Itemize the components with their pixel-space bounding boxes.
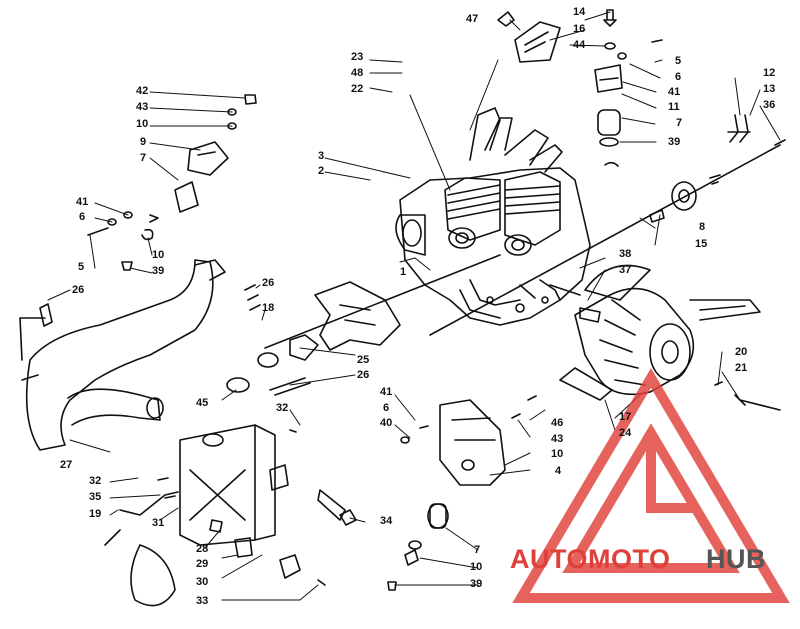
right-upper-mount <box>594 9 663 167</box>
callout-31: 31 <box>152 517 165 529</box>
callout-17: 17 <box>619 411 632 423</box>
callout-10: 10 <box>470 561 483 573</box>
callout-43: 43 <box>551 433 564 445</box>
callout-21: 21 <box>735 362 748 374</box>
callout-14: 14 <box>573 6 586 18</box>
callout-23: 23 <box>351 51 364 63</box>
callout-26: 26 <box>357 369 370 381</box>
callout-5: 5 <box>675 55 682 67</box>
callout-13: 13 <box>763 83 776 95</box>
engine-assembly <box>395 107 591 326</box>
callout-16: 16 <box>573 23 586 35</box>
callout-19: 19 <box>89 508 102 520</box>
callout-48: 48 <box>351 67 364 79</box>
callout-8: 8 <box>699 221 706 233</box>
callout-41: 41 <box>380 386 393 398</box>
callout-3: 3 <box>318 150 325 162</box>
callout-39: 39 <box>152 265 165 277</box>
callout-41: 41 <box>76 196 89 208</box>
callout-32: 32 <box>89 475 102 487</box>
callout-43: 43 <box>136 101 149 113</box>
oil-tank <box>104 424 357 607</box>
callout-22: 22 <box>351 83 364 95</box>
callout-20: 20 <box>735 346 748 358</box>
callout-32: 32 <box>276 402 289 414</box>
callout-36: 36 <box>763 99 776 111</box>
callout-10: 10 <box>551 448 564 460</box>
callout-7: 7 <box>676 117 683 129</box>
callout-12: 12 <box>763 67 776 79</box>
watermark-word-hub: HUB <box>706 544 766 574</box>
callout-6: 6 <box>383 402 390 414</box>
front-engine-mount <box>387 395 537 591</box>
callout-4: 4 <box>555 465 562 477</box>
callout-6: 6 <box>675 71 682 83</box>
watermark-word-automoto: AUTOMOTO <box>510 544 671 574</box>
callout-5: 5 <box>78 261 85 273</box>
callout-41: 41 <box>668 86 681 98</box>
watermark-triangle-logo <box>512 368 790 603</box>
callout-46: 46 <box>551 417 564 429</box>
callout-33: 33 <box>196 595 209 607</box>
callout-40: 40 <box>380 417 393 429</box>
callout-2: 2 <box>318 165 325 177</box>
callout-10: 10 <box>152 249 165 261</box>
muffler-assembly <box>19 254 501 451</box>
callout-10: 10 <box>136 118 149 130</box>
callout-18: 18 <box>262 302 275 314</box>
callout-45: 45 <box>196 397 209 409</box>
callout-24: 24 <box>619 427 632 439</box>
callout-7: 7 <box>474 544 481 556</box>
callout-37: 37 <box>619 264 632 276</box>
callout-42: 42 <box>136 85 149 97</box>
top-bracket <box>497 11 561 63</box>
callout-28: 28 <box>196 543 209 555</box>
callout-35: 35 <box>89 491 102 503</box>
callout-11: 11 <box>668 101 680 113</box>
callout-26: 26 <box>262 277 275 289</box>
callout-29: 29 <box>196 558 209 570</box>
callout-39: 39 <box>668 136 681 148</box>
callout-9: 9 <box>140 136 147 148</box>
callout-44: 44 <box>573 39 586 51</box>
callout-6: 6 <box>79 211 86 223</box>
callout-1: 1 <box>400 266 407 278</box>
callout-39: 39 <box>470 578 483 590</box>
callout-15: 15 <box>695 238 708 250</box>
callout-7: 7 <box>140 152 147 164</box>
leader-lines <box>47 11 781 601</box>
callout-34: 34 <box>380 515 393 527</box>
callout-27: 27 <box>60 459 73 471</box>
callout-38: 38 <box>619 248 632 260</box>
callout-47: 47 <box>466 13 479 25</box>
clutch-assembly <box>429 114 786 411</box>
callout-26: 26 <box>72 284 85 296</box>
left-engine-mount <box>87 94 257 271</box>
callout-25: 25 <box>357 354 370 366</box>
callout-30: 30 <box>196 576 209 588</box>
